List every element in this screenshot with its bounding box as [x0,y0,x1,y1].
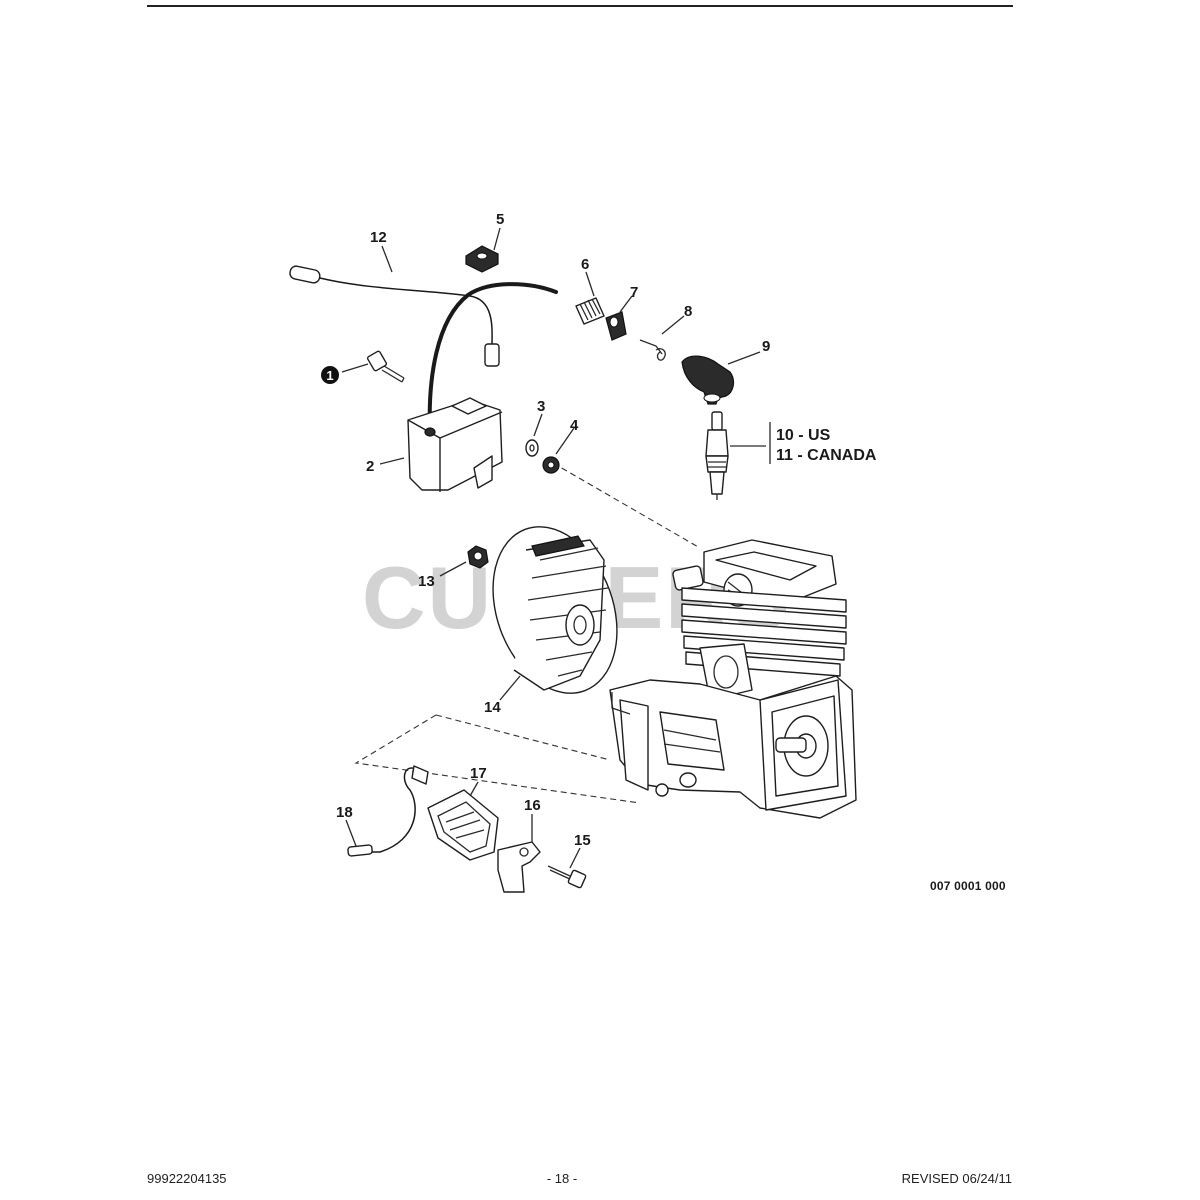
variant-us: 10 - US [776,427,831,444]
part-13-flywheel-nut [467,545,489,569]
leader-lines [341,227,766,869]
part-17-shield [427,789,499,861]
part-15-screw [547,865,587,889]
callout-5: 5 [496,211,504,228]
callout-13: 13 [418,573,435,590]
part-1-screw [366,350,405,383]
callout-4: 4 [570,417,579,434]
part-14-flywheel [492,526,618,694]
callout-17: 17 [470,765,487,782]
part-7-cap [605,311,627,341]
part-4-nut [542,456,560,474]
part-5-grommet [465,245,499,273]
callout-12: 12 [370,229,387,246]
assembly-dashed-line [435,714,611,761]
footer-part-number: 99922204135 [147,1171,227,1186]
callout-9: 9 [762,338,770,355]
top-rule [147,5,1013,7]
drawing-number: 007 0001 000 [930,879,1006,893]
footer-revision: REVISED 06/24/11 [901,1171,1012,1186]
part-9-spark-plug-boot [681,355,735,405]
part-8-terminal [639,339,666,361]
callout-8: 8 [684,303,692,320]
svg-text:1: 1 [326,368,333,383]
assembly-dashed-line [552,462,701,549]
callout-3: 3 [537,398,545,415]
callout-18: 18 [336,804,353,821]
callout-2: 2 [366,458,374,475]
reference-marker-1: 1 [321,366,339,384]
part-10-11-spark-plug [705,411,729,500]
callout-14: 14 [484,699,501,716]
part-12-lead-wire [289,265,500,367]
engine-cylinder-crankcase [609,539,857,819]
assembly-dashed-line [354,714,641,804]
callout-7: 7 [630,284,638,301]
callout-15: 15 [574,832,591,849]
part-2-ignition-module [407,282,558,492]
part-6-spring [575,297,605,325]
variant-canada: 11 - CANADA [776,447,877,464]
callout-6: 6 [581,256,589,273]
part-18-ground-wire [347,765,429,857]
part-3-washer [525,439,539,457]
callout-16: 16 [524,797,541,814]
footer-page-number: - 18 - [546,1171,578,1186]
part-16-bracket [497,841,541,893]
